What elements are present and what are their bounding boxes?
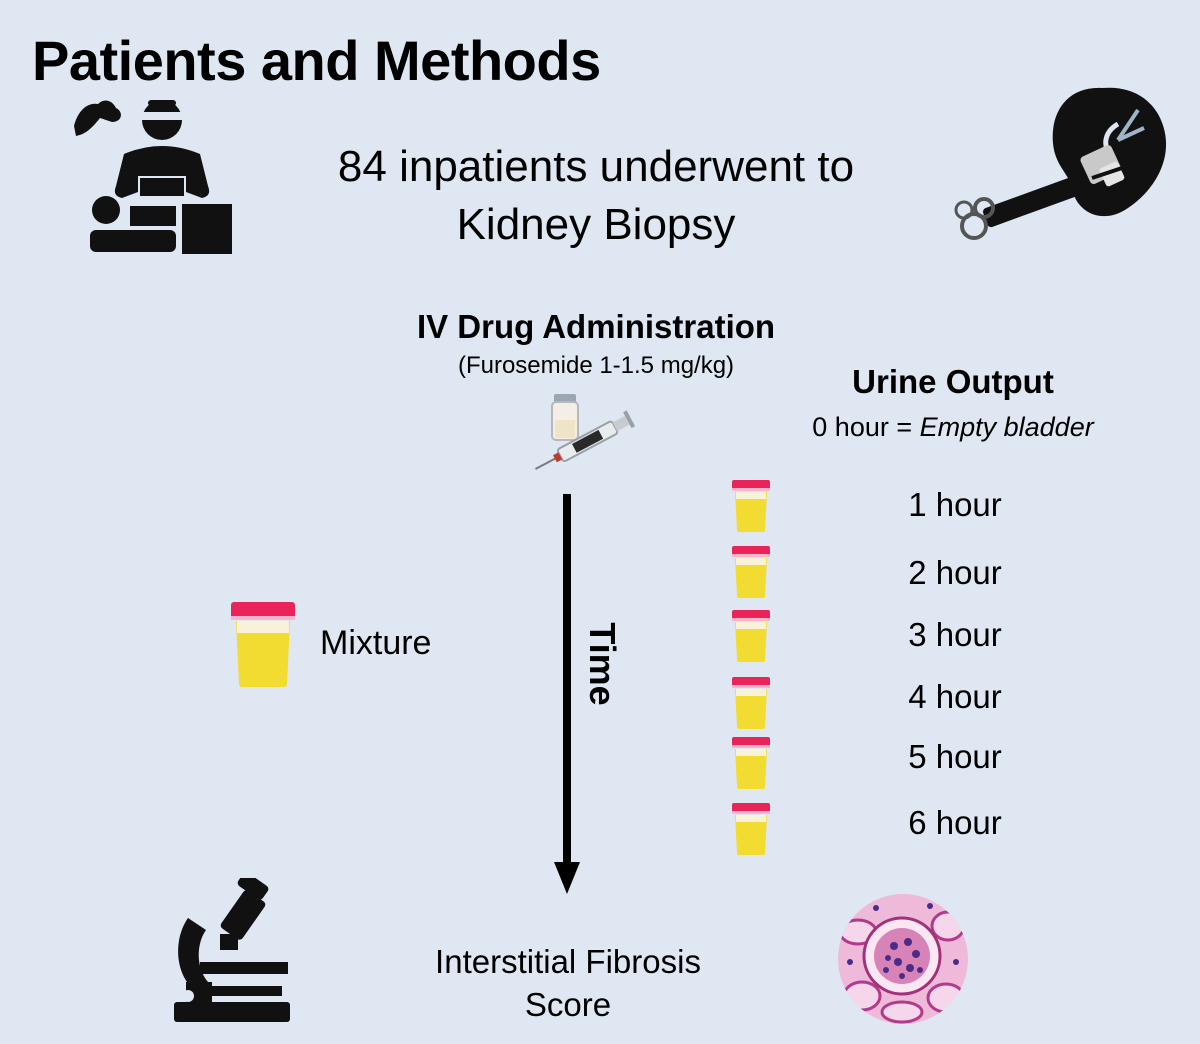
time-axis-label: Time [582,622,623,706]
time-arrow [552,494,582,896]
urine-cup-icon [730,609,772,663]
urine-cup-icon [730,802,772,856]
drug-administration-title: IV Drug Administration [416,308,776,345]
hour-label-6: 6 hour [908,804,1002,841]
drug-dose-subtitle: (Furosemide 1-1.5 mg/kg) [457,352,735,379]
fibrosis-score-line-1: Interstitial Fibrosis [435,943,701,980]
hour-label-3: 3 hour [908,616,1002,653]
page-title: Patients and Methods [32,29,601,92]
urine-output-baseline: 0 hour = Empty bladder [770,412,1136,443]
microscope-icon [168,878,298,1024]
study-summary-line-2: Kidney Biopsy [456,200,736,249]
kidney-biopsy-needle-icon [952,80,1180,250]
hour-label-5: 5 hour [908,738,1002,775]
hour-label-2: 2 hour [908,554,1002,591]
syringe-vial-icon [528,390,642,476]
mixture-cup-icon [228,600,298,688]
mixture-label: Mixture [320,624,432,662]
kidney-histology-slide-icon [836,892,970,1026]
surgeon-patient-icon [66,92,238,258]
urine-output-title: Urine Output [852,363,1054,400]
fibrosis-score-label: Interstitial Fibrosis Score [395,940,741,1026]
baseline-emphasis: Empty bladder [919,412,1094,442]
study-summary: 84 inpatients underwent to Kidney Biopsy [300,138,892,254]
urine-cup-icon [730,676,772,730]
fibrosis-score-line-2: Score [524,986,612,1023]
urine-cup-icon [730,736,772,790]
study-summary-line-1: 84 inpatients underwent to [337,142,855,191]
hour-label-4: 4 hour [908,678,1002,715]
urine-cup-icon [730,545,772,599]
urine-cup-icon [730,479,772,533]
baseline-prefix: 0 hour = [812,412,920,442]
hour-label-1: 1 hour [908,486,1002,523]
